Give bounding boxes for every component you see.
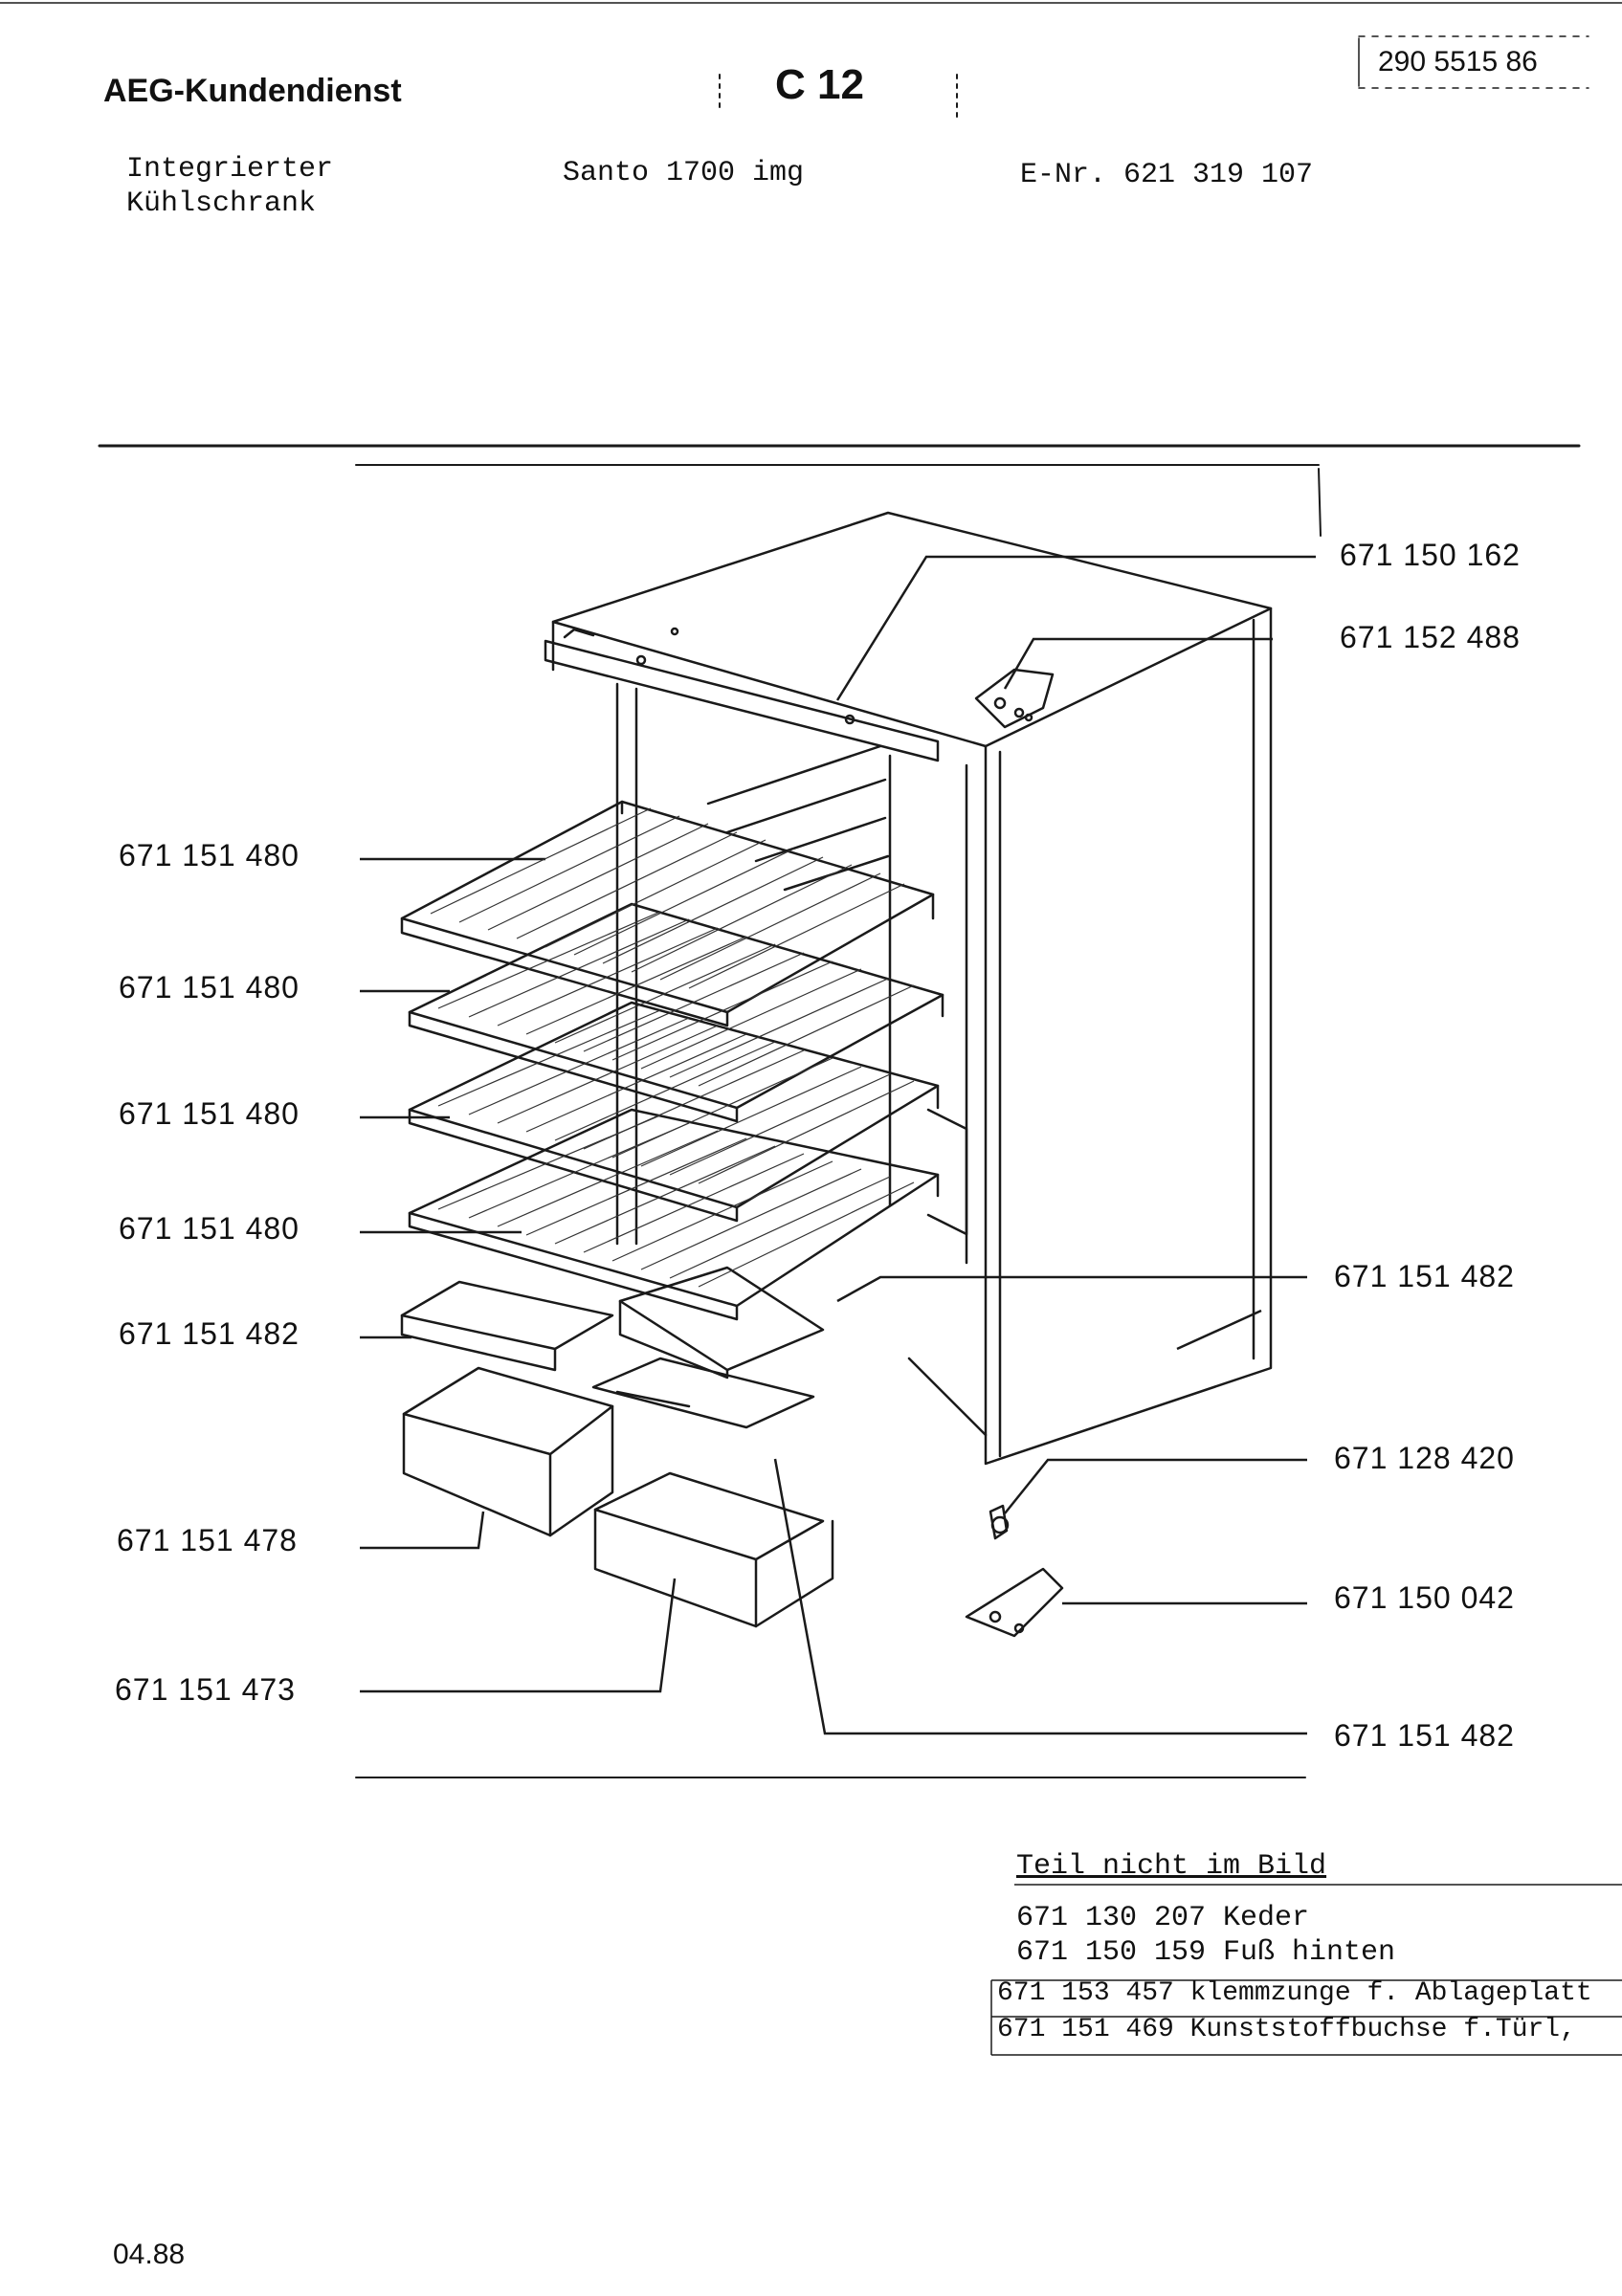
callout-left-5: 671 151 482 <box>119 1316 300 1351</box>
callout-right-4: 671 128 420 <box>1334 1441 1515 1475</box>
callout-left-6: 671 151 478 <box>117 1523 298 1557</box>
appliance-type-line1: Integrierter <box>126 153 334 186</box>
callout-left-2: 671 151 480 <box>119 970 300 1004</box>
callout-left-1: 671 151 480 <box>119 838 300 872</box>
callout-left-3: 671 151 480 <box>119 1096 300 1131</box>
callout-left-7: 671 151 473 <box>115 1672 296 1707</box>
parts-not-shown-title: Teil nicht im Bild <box>1016 1850 1327 1883</box>
callout-right-1: 671 150 162 <box>1340 538 1521 572</box>
callout-right-2: 671 152 488 <box>1340 620 1521 654</box>
brand-title: AEG-Kundendienst <box>103 73 402 109</box>
appliance-type-line2: Kühlschrank <box>126 188 317 220</box>
callout-left-4: 671 151 480 <box>119 1211 300 1246</box>
section-code: C 12 <box>775 61 864 108</box>
callout-right-3: 671 151 482 <box>1334 1259 1515 1293</box>
model-name: Santo 1700 img <box>563 157 805 189</box>
parts-not-shown-item-1: 671 130 207 Keder <box>1016 1902 1310 1934</box>
callout-right-6: 671 151 482 <box>1334 1718 1515 1753</box>
revision-date: 04.88 <box>113 2239 186 2270</box>
document-number: 290 5515 86 <box>1378 46 1538 77</box>
parts-not-shown-item-3: 671 153 457 klemmzunge f. Ablageplatt <box>997 1978 1592 2008</box>
parts-not-shown-item-2: 671 150 159 Fuß hinten <box>1016 1936 1396 1969</box>
parts-not-shown-item-4: 671 151 469 Kunststoffbuchse f.Türl, <box>997 2015 1576 2044</box>
callout-right-5: 671 150 042 <box>1334 1580 1515 1615</box>
e-number: E-Nr. 621 319 107 <box>1020 159 1314 191</box>
